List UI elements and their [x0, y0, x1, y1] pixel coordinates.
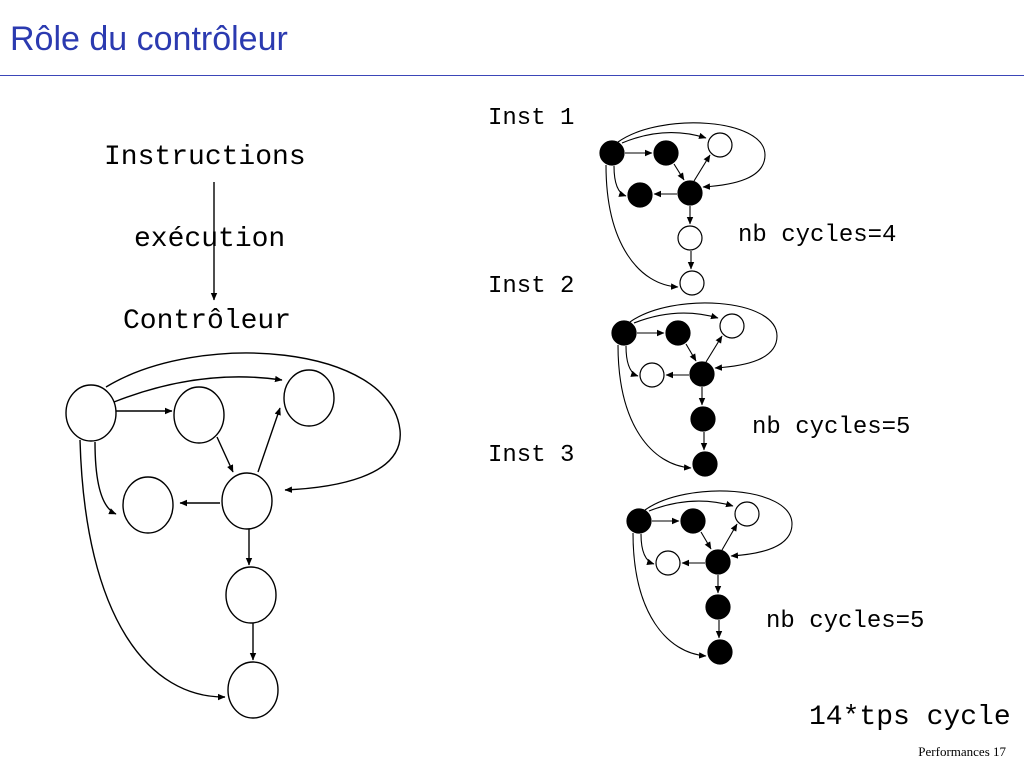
- inst-1-node-f: [677, 225, 703, 251]
- state-node-e: [221, 472, 273, 530]
- edge-a-c: [113, 375, 283, 403]
- inst-3-node-g: [707, 639, 733, 665]
- inst-2-node-f: [690, 406, 716, 432]
- edge-a-d: [94, 441, 117, 515]
- inst-3-node-b: [680, 508, 706, 534]
- inst-3-node-e: [705, 549, 731, 575]
- inst-2-node-d: [639, 362, 665, 388]
- inst-2-node-c: [719, 313, 745, 339]
- inst-1-node-b: [653, 140, 679, 166]
- state-node-d: [122, 476, 174, 534]
- inst-2-node-e: [689, 361, 715, 387]
- inst-1-node-c: [707, 132, 733, 158]
- inst-2-graph: [611, 302, 778, 477]
- state-node-f: [225, 566, 277, 624]
- state-node-a: [65, 384, 117, 442]
- page-footer: Performances 17: [918, 744, 1006, 759]
- inst-2-node-a: [611, 320, 637, 346]
- inst-1-node-d: [627, 182, 653, 208]
- inst-2-node-g: [692, 451, 718, 477]
- inst-1-node-e: [677, 180, 703, 206]
- execution-label: exécution: [134, 224, 286, 255]
- inst-1-cycles: nb cycles=4: [738, 222, 897, 249]
- instructions-label: Instructions: [104, 142, 306, 173]
- inst-3-graph: [626, 490, 793, 665]
- inst-1-node-g: [679, 270, 705, 296]
- inst-3-label: Inst 3: [488, 442, 575, 469]
- inst-2-node-b: [665, 320, 691, 346]
- inst-3-node-a: [626, 508, 652, 534]
- title-underline: [0, 75, 1024, 76]
- state-node-b: [173, 386, 225, 444]
- inst-1-node-a: [599, 140, 625, 166]
- controller-state-graph: [65, 352, 401, 719]
- inst-1-label: Inst 1: [488, 105, 575, 132]
- inst-2-cycles: nb cycles=5: [752, 414, 911, 441]
- inst-3-node-f: [705, 594, 731, 620]
- state-node-g: [227, 661, 279, 719]
- edge-b-e: [216, 436, 234, 473]
- state-node-c: [283, 369, 335, 427]
- controller-label: Contrôleur: [123, 306, 292, 337]
- inst-3-cycles: nb cycles=5: [766, 608, 925, 635]
- inst-3-node-c: [734, 501, 760, 527]
- page-title: Rôle du contrôleur: [10, 20, 288, 58]
- inst-3-node-d: [655, 550, 681, 576]
- inst-2-label: Inst 2: [488, 273, 575, 300]
- edge-a-e-loop: [105, 352, 401, 493]
- inst-1-graph: [599, 122, 766, 296]
- total-time-label: 14*tps cycle: [809, 702, 1011, 733]
- edge-e-c: [257, 407, 281, 473]
- edge-a-g: [79, 439, 226, 701]
